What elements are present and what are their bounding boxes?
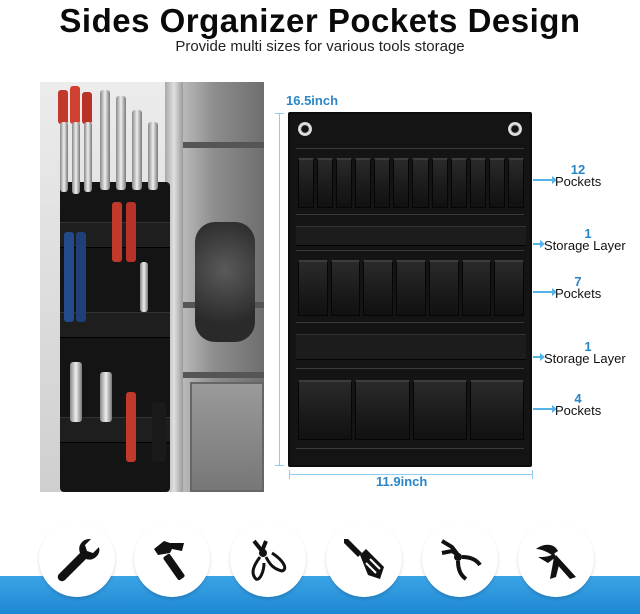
width-dimension-label: 11.9inch — [376, 474, 428, 489]
callout-label: Storage Layer — [544, 351, 626, 366]
callout-count: 4 — [574, 391, 582, 406]
pliers-icon — [422, 521, 498, 597]
page-title: Sides Organizer Pockets Design — [59, 2, 581, 39]
pocket-row-middle — [298, 260, 525, 316]
stitch-line — [296, 214, 524, 215]
carabiner — [70, 362, 82, 422]
callout-count: 1 — [584, 226, 592, 241]
wrench — [132, 110, 142, 190]
pliers-handle — [112, 202, 122, 262]
tool-handle — [126, 392, 136, 462]
callout-arrow — [533, 176, 557, 184]
callout-label: Pockets — [555, 286, 602, 301]
screwdriver-shaft — [72, 122, 80, 194]
pocket — [428, 260, 459, 316]
pocket — [469, 380, 524, 440]
pruning-shears-icon — [518, 521, 594, 597]
tool-handle — [152, 402, 166, 462]
wrench — [100, 90, 110, 190]
stitch-line — [296, 368, 524, 369]
pliers-handle — [64, 232, 74, 322]
callout-arrow — [533, 353, 545, 361]
callout-arrow — [533, 288, 557, 296]
pocket — [396, 260, 426, 316]
pocket — [393, 158, 410, 208]
callout-count: 12 — [570, 162, 586, 177]
screwdriver-icon — [326, 521, 402, 597]
pocket — [336, 158, 353, 208]
carabiner — [100, 372, 112, 422]
height-dimension-line — [275, 113, 284, 466]
callout-label: Storage Layer — [544, 238, 626, 253]
callout-arrow — [533, 240, 545, 248]
pocket — [298, 158, 315, 208]
stitch-line — [296, 322, 524, 323]
pocket-row-bottom — [298, 380, 524, 440]
storage-layer — [296, 334, 526, 360]
pocket — [412, 158, 429, 208]
pocket — [431, 158, 448, 208]
callout-label: Pockets — [555, 403, 602, 418]
callout-label: Pockets — [555, 174, 602, 189]
pocket — [488, 158, 505, 208]
wrench — [116, 96, 126, 190]
page-subtitle: Provide multi sizes for various tools st… — [175, 38, 465, 55]
pocket — [450, 158, 467, 208]
organizer-panel — [288, 112, 532, 467]
screwdriver-handle — [82, 92, 92, 124]
shelf-bar — [180, 142, 264, 148]
callout-arrow — [533, 405, 557, 413]
pocket — [298, 380, 353, 440]
hammer-icon — [134, 521, 210, 597]
pliers-handle — [126, 202, 136, 262]
product-usage-photo — [40, 82, 264, 492]
screwdriver-shaft — [60, 122, 68, 192]
pocket — [355, 158, 372, 208]
pocket — [507, 158, 524, 208]
screwdriver-handle — [58, 90, 68, 124]
pocket — [363, 260, 394, 316]
tool-case — [190, 382, 264, 492]
callout-count: 1 — [584, 339, 592, 354]
stitch-line — [296, 448, 524, 449]
pocket — [317, 158, 334, 208]
pocket — [330, 260, 361, 316]
pliers-handle — [76, 232, 86, 322]
callout-count: 7 — [574, 274, 582, 289]
grommet — [298, 122, 312, 136]
pocket — [298, 260, 328, 316]
grommet — [508, 122, 522, 136]
stitch-line — [296, 148, 524, 149]
pocket — [374, 158, 391, 208]
wrench-icon — [39, 521, 115, 597]
height-dimension-label: 16.5inch — [286, 93, 339, 108]
screwdriver-handle — [70, 86, 80, 124]
pocket — [494, 260, 525, 316]
width-dimension-line — [289, 470, 533, 479]
shelf-bar — [180, 372, 264, 378]
stitch-line — [296, 250, 524, 251]
power-drill — [195, 222, 255, 342]
wrench — [148, 122, 158, 190]
pocket — [469, 158, 486, 208]
screwdriver-shaft — [84, 122, 92, 192]
pocket — [461, 260, 492, 316]
pocket — [355, 380, 410, 440]
pliers-tip — [140, 262, 148, 312]
storage-layer — [296, 226, 526, 246]
wire-stripper-icon — [230, 521, 306, 597]
pocket-row-top — [298, 158, 524, 208]
pocket — [412, 380, 467, 440]
